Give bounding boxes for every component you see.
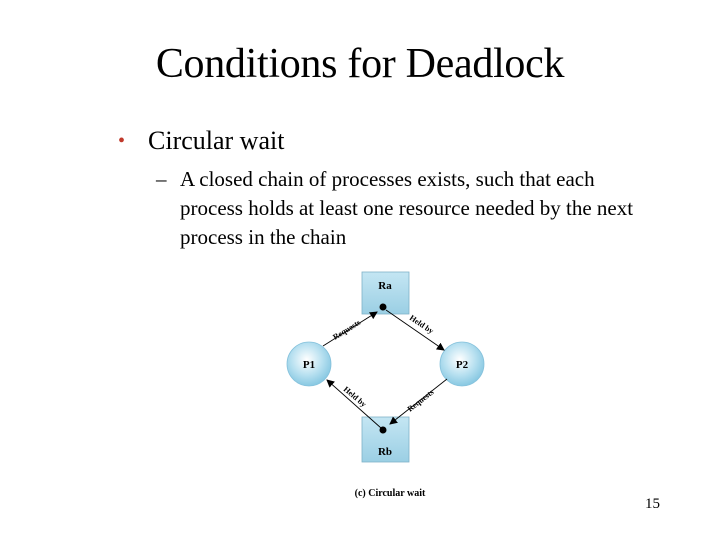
bullet-icon: •	[118, 130, 126, 152]
diagram-caption: (c) Circular wait	[354, 488, 426, 499]
resource-ra-instance-dot	[379, 303, 387, 311]
edge-ra-held-by-p2-label: Held by	[408, 313, 435, 336]
resource-rb-instance-dot	[379, 426, 387, 434]
edge-ra-held-by-p2	[385, 309, 445, 351]
edge-p1-requests-ra-label: Requests	[331, 318, 362, 342]
sub-bullet-text: A closed chain of processes exists, such…	[180, 167, 634, 249]
edge-p1-requests-ra	[322, 311, 378, 347]
diagram-graphic: Ra Rb P1 P2 Requests Held by Held by Re	[286, 271, 485, 463]
process-p2-circle	[439, 341, 485, 387]
process-p1-circle	[286, 341, 332, 387]
process-p2-label: P2	[456, 359, 469, 371]
edge-p2-requests-rb-label: Requests	[406, 388, 436, 414]
edge-p2-requests-rb	[389, 378, 448, 425]
circular-wait-diagram: Ra Rb P1 P2 Requests Held by Held by Re	[270, 262, 510, 507]
bullet-text: Circular wait	[148, 126, 285, 155]
resource-ra-label: Ra	[378, 280, 392, 292]
sub-bullet-dash: –	[156, 167, 167, 191]
slide-title: Conditions for Deadlock	[155, 41, 565, 87]
process-p1-label: P1	[303, 359, 315, 371]
page-number: 15	[645, 496, 660, 512]
resource-rb-label: Rb	[378, 446, 392, 458]
resource-rb-box	[361, 416, 410, 463]
edge-rb-held-by-p1	[326, 379, 382, 429]
